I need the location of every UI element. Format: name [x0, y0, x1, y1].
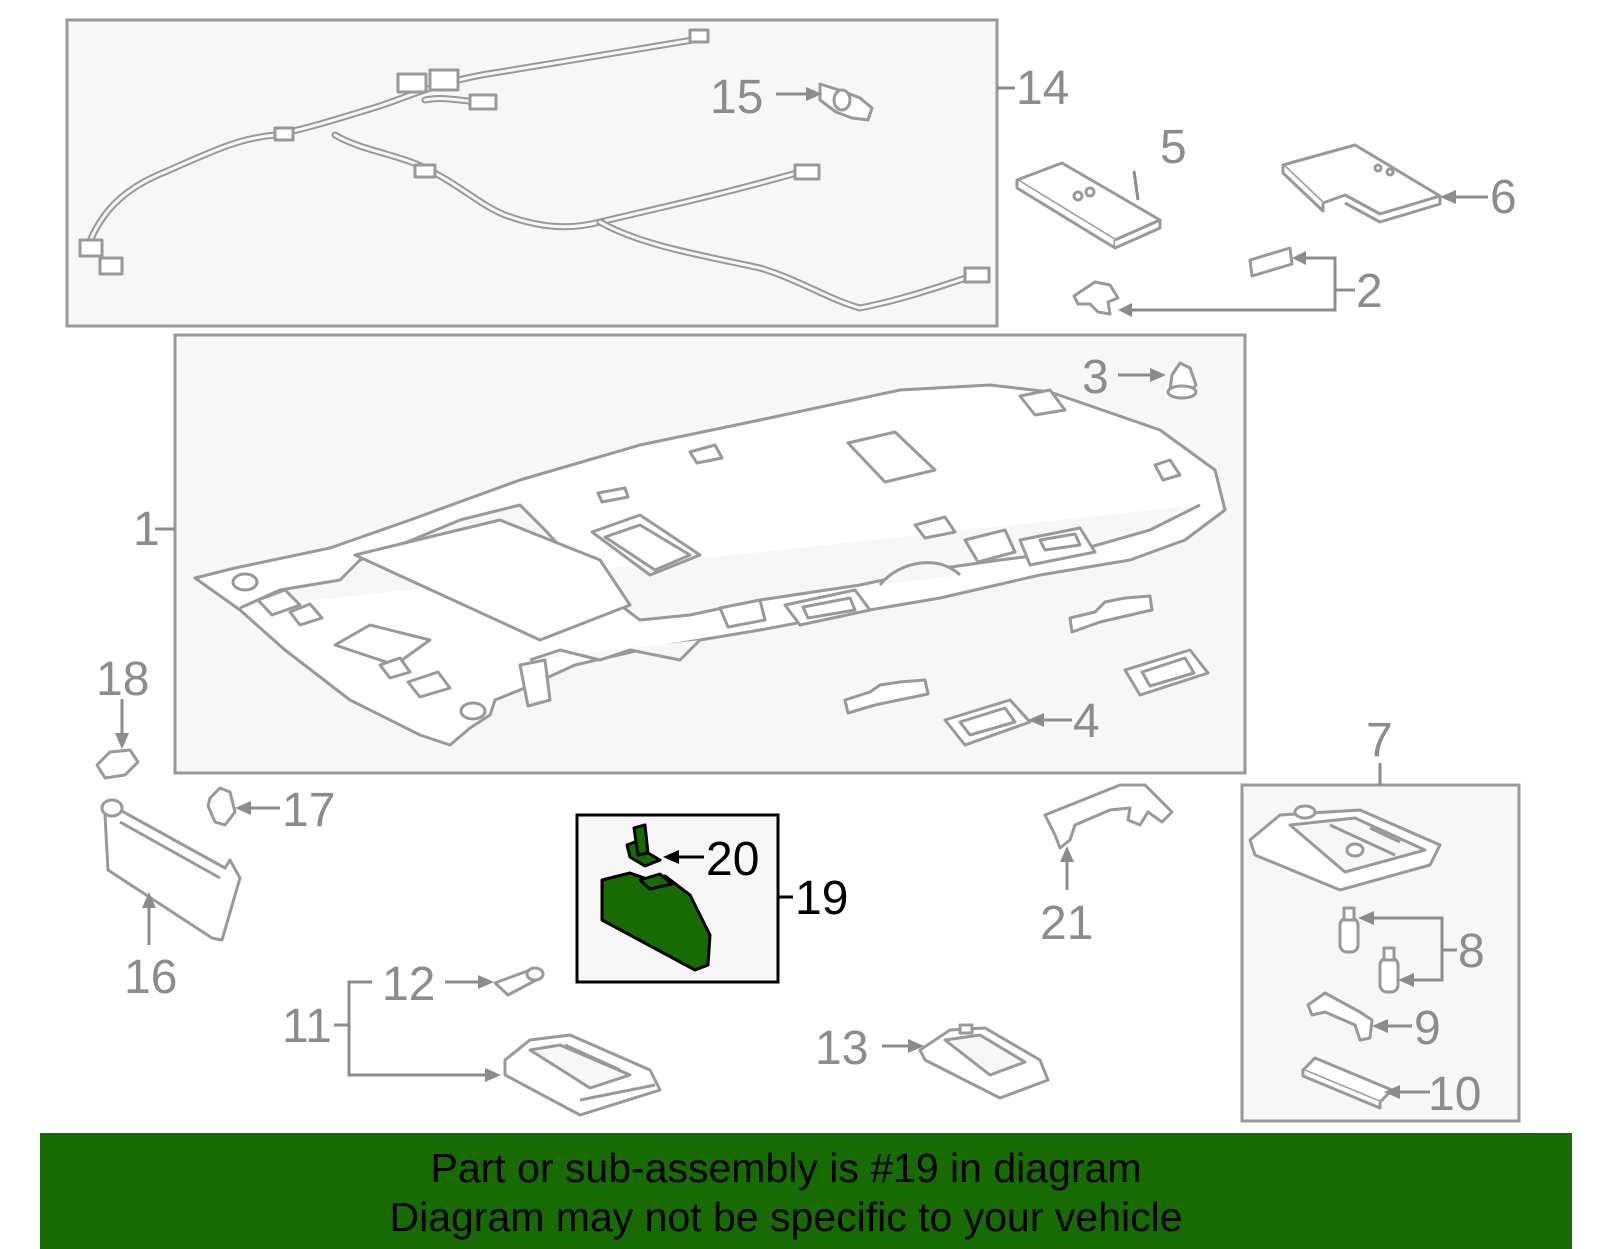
pad-part-5 [1015, 161, 1162, 250]
callout-19: 19 [795, 872, 848, 925]
clip-part-20 [625, 823, 662, 868]
bulbs-part-8 [1338, 906, 1400, 994]
callout-8: 8 [1458, 925, 1485, 978]
sun-visor-part-19 [600, 871, 712, 972]
callout-17: 17 [282, 784, 335, 837]
callout-15: 15 [710, 71, 763, 124]
clip-part-17 [206, 786, 237, 827]
callout-9: 9 [1414, 1002, 1441, 1055]
harness-group: 15 14 [65, 18, 1069, 328]
headliner-panel [193, 383, 1227, 747]
callout-12: 12 [382, 958, 435, 1011]
info-banner: Part or sub-assembly is #19 in diagram D… [40, 1133, 1572, 1249]
assist-grip-part-21 [1043, 783, 1174, 850]
bulb-part-12 [493, 966, 545, 997]
console-lamp-part-7 [1248, 804, 1442, 892]
plug-part-15 [818, 82, 874, 122]
banner-line-part-number: Part or sub-assembly is #19 in diagram [430, 1145, 1142, 1191]
harness-connectors [78, 28, 991, 284]
callout-3: 3 [1082, 351, 1109, 404]
clip-parts-2 [1072, 246, 1294, 316]
callout-20: 20 [706, 833, 759, 886]
callout-11: 11 [282, 1000, 332, 1053]
callout-5: 5 [1160, 121, 1187, 174]
callout-4: 4 [1073, 695, 1100, 748]
callout-18: 18 [96, 653, 149, 706]
callout-10: 10 [1428, 1068, 1481, 1121]
banner-line-disclaimer: Diagram may not be specific to your vehi… [389, 1194, 1183, 1240]
callout-16: 16 [124, 951, 177, 1004]
callout-1: 1 [133, 503, 160, 556]
cap-part-18 [95, 748, 140, 780]
callout-6: 6 [1490, 171, 1517, 224]
pad-part-6 [1281, 143, 1442, 224]
callout-2: 2 [1356, 265, 1383, 318]
callout-21: 21 [1040, 897, 1093, 950]
callout-7: 7 [1366, 714, 1393, 767]
bracket-part-9 [1306, 991, 1374, 1042]
clip-part-3 [1166, 361, 1198, 400]
sun-visor-part-16 [100, 798, 242, 942]
callout-13: 13 [815, 1022, 868, 1075]
map-lamp-part-11 [503, 1033, 662, 1117]
harness-box [65, 18, 999, 328]
dome-lamp-part-13 [918, 1023, 1050, 1100]
handle-trims-4 [843, 594, 1210, 747]
headliner-group: 4 3 1 [133, 333, 1247, 775]
callout-14: 14 [1016, 62, 1069, 115]
console-group: 7 8 9 10 [1240, 714, 1521, 1123]
highlight-group-19: 20 19 [575, 813, 848, 984]
